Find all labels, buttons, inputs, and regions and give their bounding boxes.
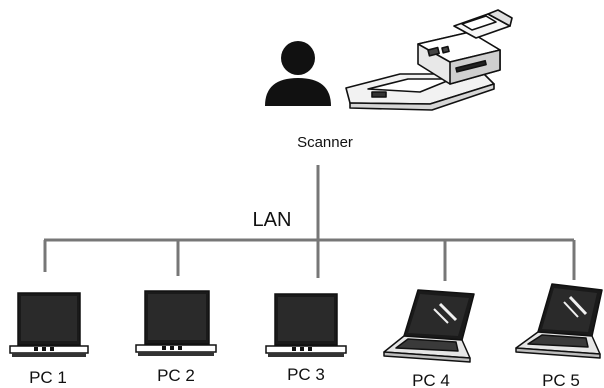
pc4-label: PC 4 bbox=[412, 371, 450, 388]
pc2-monitor-icon bbox=[135, 290, 217, 356]
scanner-icon bbox=[345, 9, 513, 111]
pc5-label: PC 5 bbox=[542, 371, 580, 388]
pc2-label: PC 2 bbox=[157, 366, 195, 385]
pc5-laptop-icon bbox=[515, 283, 603, 359]
pc3-monitor-icon bbox=[265, 293, 347, 357]
pc4-laptop-icon bbox=[383, 289, 475, 363]
lan-label: LAN bbox=[253, 209, 292, 231]
pc3-label: PC 3 bbox=[287, 365, 325, 384]
pc1-monitor-icon bbox=[9, 292, 89, 357]
user-icon bbox=[265, 41, 331, 106]
scanner-label: Scanner bbox=[297, 134, 353, 151]
pc1-label: PC 1 bbox=[29, 368, 67, 387]
lan-lines bbox=[43, 165, 576, 281]
